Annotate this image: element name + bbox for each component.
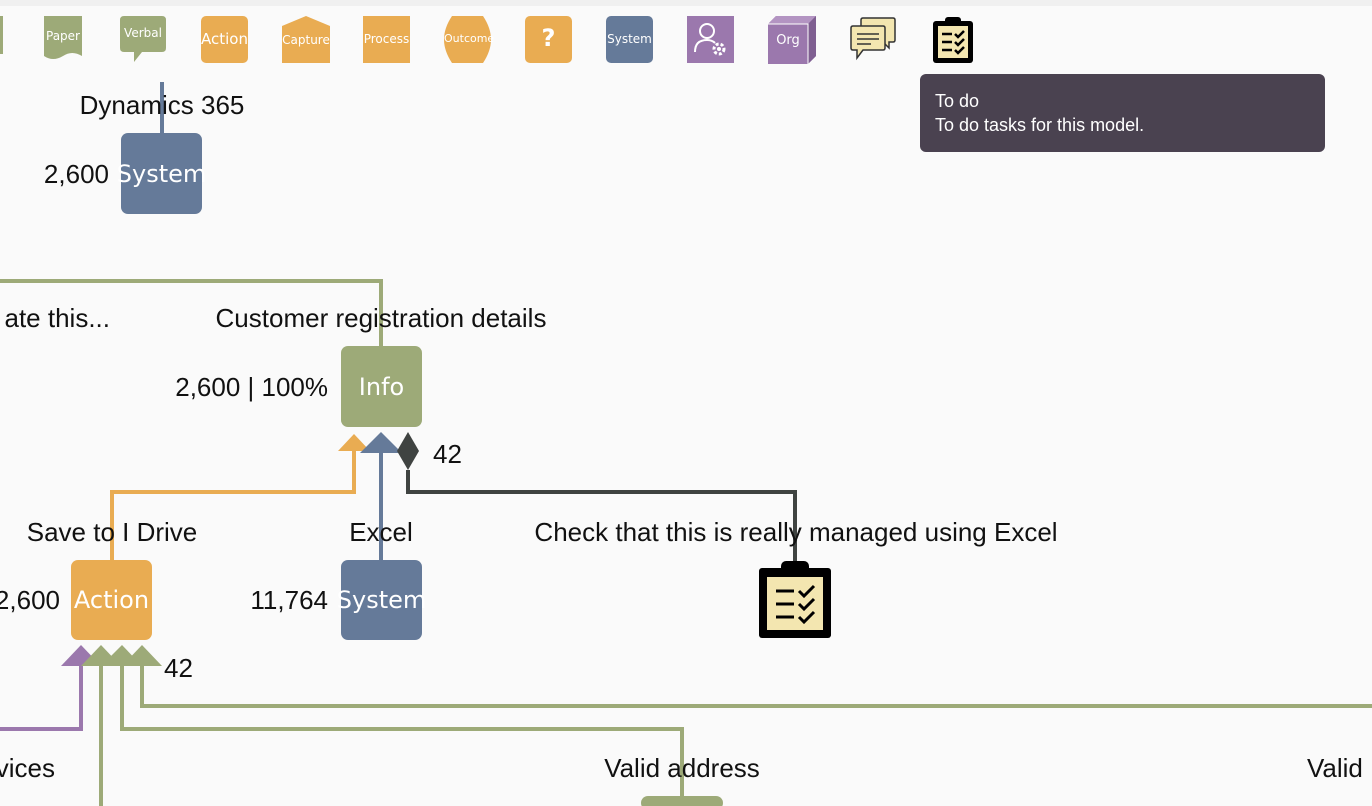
excel-count: 11,764	[250, 585, 328, 615]
process-label: Process	[363, 32, 410, 46]
outcome-label: Outcome	[444, 32, 495, 45]
diamond-count: 42	[433, 439, 462, 469]
valid-address-connector[interactable]	[120, 666, 684, 800]
capture-shape-button[interactable]: Capture	[282, 16, 330, 63]
tooltip-title: To do	[935, 91, 980, 111]
green-arrowhead-3	[122, 645, 162, 666]
top-strip	[0, 0, 1372, 6]
excel-title: Excel	[349, 517, 413, 547]
excel-node[interactable]: System	[337, 560, 427, 640]
info-node[interactable]: Info	[341, 346, 422, 427]
customer-title: Customer registration details	[216, 303, 547, 333]
outcome-icon	[444, 16, 491, 63]
todo-title: Check that this is really managed using …	[534, 517, 1057, 547]
valid-right-connector[interactable]	[140, 666, 1372, 708]
comment-shape-button[interactable]	[849, 16, 897, 62]
dynamics-title: Dynamics 365	[80, 90, 245, 120]
dynamics-box[interactable]	[121, 133, 202, 214]
paper-shape-button[interactable]: Paper	[44, 16, 82, 64]
todo-shape-button[interactable]	[930, 14, 976, 64]
todo-clipboard-paper	[767, 577, 823, 630]
todo-tooltip: To do To do tasks for this model.	[920, 74, 1325, 152]
paper-icon	[44, 16, 82, 59]
outcome-shape-button[interactable]: Outcome	[444, 16, 495, 63]
excel-node-label: System	[337, 586, 427, 614]
action-in-count: 42	[164, 653, 193, 683]
dynamics-node[interactable]: System	[117, 133, 207, 214]
connectors	[0, 82, 1372, 806]
partial-label-valid-right: Valid	[1307, 753, 1363, 783]
process-shape-button[interactable]: Process	[363, 16, 410, 63]
capture-label: Capture	[282, 33, 330, 47]
valid-address-title: Valid address	[604, 753, 760, 783]
dynamics-count: 2,600	[44, 159, 109, 189]
info-box[interactable]	[341, 346, 422, 427]
action-arrowhead	[338, 434, 370, 451]
tooltip-description: To do tasks for this model.	[935, 115, 1145, 135]
valid-address-node[interactable]	[641, 796, 723, 806]
shape-palette-toolbar: Paper Verbal Action Capture Process Outc…	[0, 0, 1372, 70]
clipboard-icon	[933, 17, 973, 63]
action-box[interactable]	[71, 560, 152, 640]
system-shape-button[interactable]: System	[606, 16, 653, 63]
cube-icon	[768, 16, 816, 64]
partial-label-left-bottom: vices	[0, 753, 55, 783]
verbal-label: Verbal	[124, 26, 162, 40]
org-shape-button[interactable]: Org	[768, 16, 816, 64]
action-node-label: Action	[74, 586, 149, 614]
diamond-marker	[397, 432, 419, 470]
customer-count: 2,600 | 100%	[175, 372, 328, 402]
save-title: Save to I Drive	[27, 517, 198, 547]
org-label: Org	[776, 33, 800, 48]
partial-shape-icon[interactable]	[0, 16, 3, 54]
comments-icon	[850, 17, 896, 61]
system-arrowhead	[360, 432, 402, 453]
partial-label-left-top: ate this...	[5, 303, 111, 333]
save-count: 2,600	[0, 585, 60, 615]
role-shape-button[interactable]	[687, 16, 734, 63]
todo-node[interactable]	[759, 561, 831, 638]
dynamics-node-label: System	[117, 160, 207, 188]
todo-connector[interactable]	[406, 470, 797, 562]
speech-bubble-icon	[120, 16, 166, 62]
purple-connector[interactable]	[0, 666, 83, 731]
excel-box[interactable]	[341, 560, 422, 640]
action-label: Action	[201, 30, 248, 48]
action-shape-button[interactable]: Action	[201, 16, 248, 63]
capture-icon	[282, 16, 330, 63]
save-to-info-connector[interactable]	[110, 448, 356, 561]
verbal-shape-button[interactable]: Verbal	[120, 16, 166, 64]
info-node-label: Info	[359, 373, 404, 401]
info-top-connector[interactable]	[0, 279, 383, 348]
question-shape-button[interactable]: ?	[525, 16, 572, 63]
user-gear-icon	[694, 23, 726, 56]
todo-clipboard-clip	[781, 561, 809, 576]
system-label: System	[607, 32, 652, 46]
save-node[interactable]: Action	[71, 560, 152, 640]
paper-label: Paper	[46, 29, 80, 43]
question-label: ?	[541, 24, 556, 52]
